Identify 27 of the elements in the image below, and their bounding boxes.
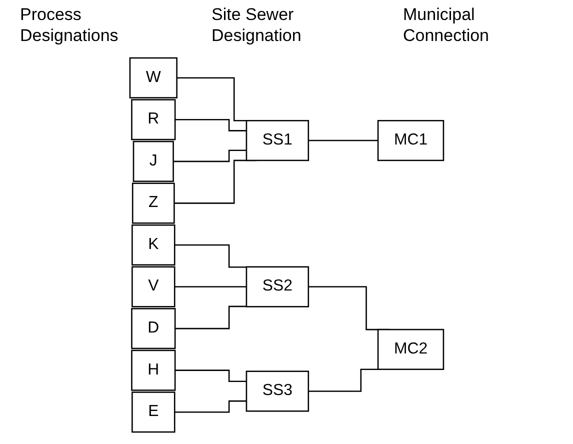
node-box	[131, 266, 176, 308]
connector	[174, 244, 246, 268]
connector	[174, 400, 246, 413]
node-box	[377, 120, 444, 162]
node-box	[132, 182, 175, 224]
node-box	[130, 350, 176, 391]
flow-diagram: W R J Z K V D H E SS1 SS2 SS3 MC1 MC2	[122, 50, 452, 440]
node-box	[131, 392, 176, 433]
node-box	[130, 308, 176, 350]
column-heading: Municipal Connection	[403, 4, 490, 47]
node-box	[246, 370, 309, 412]
node-box	[132, 140, 174, 182]
connector	[174, 306, 246, 330]
connector	[308, 140, 378, 142]
node-box	[131, 224, 176, 266]
connector	[173, 150, 246, 162]
column-heading: Process Designations	[20, 4, 120, 47]
node-box	[246, 266, 309, 308]
node-box	[130, 99, 176, 140]
connector	[174, 119, 246, 132]
column-heading: Site Sewer Designation	[212, 4, 302, 47]
node-box	[377, 328, 444, 370]
connector	[308, 368, 378, 392]
connector	[174, 286, 246, 288]
node-box	[129, 57, 178, 98]
node-box	[246, 120, 309, 162]
connector	[174, 370, 246, 382]
